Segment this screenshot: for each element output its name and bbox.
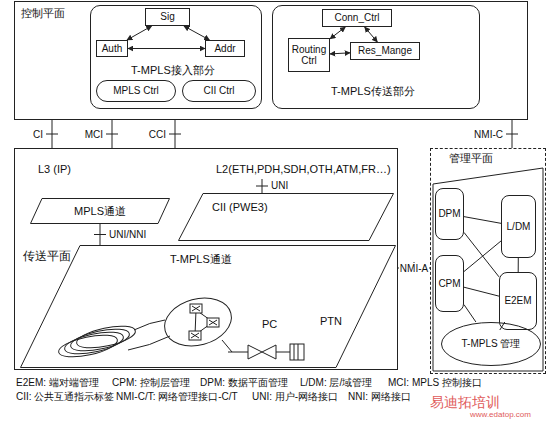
- node-text: Res_Mange: [358, 45, 412, 57]
- node-text: Auth: [102, 43, 123, 55]
- abbreviation-note: NNI: 网络接口: [348, 391, 411, 403]
- node-text: MPLS Ctrl: [113, 85, 159, 97]
- node-text: E2EM: [504, 295, 531, 307]
- node-text: Addr: [214, 43, 235, 55]
- interface-tick: [169, 134, 181, 135]
- node-text: MPLS通道: [74, 205, 126, 218]
- parallelogram-outline: [178, 193, 394, 241]
- ellipse-path: [442, 323, 541, 366]
- uni-interface-line: [256, 179, 268, 193]
- heading-text: CII (PWE3): [212, 201, 268, 214]
- diagram-label: L3 (IP): [38, 163, 71, 176]
- abbreviation-note: L/DM: 层/域管理: [300, 377, 372, 389]
- process-box: Res_Mange: [350, 42, 420, 60]
- management-box: CPM: [435, 255, 464, 312]
- management-frame: [433, 168, 543, 371]
- connector: [464, 305, 476, 322]
- parallelogram-path: [21, 246, 396, 368]
- node-text: DPM: [438, 208, 460, 220]
- channel-parallelogram: MPLS通道: [30, 198, 170, 224]
- parallelogram-path: [179, 194, 394, 241]
- parallelogram-path: [31, 199, 170, 224]
- process-box: Addr: [205, 40, 245, 57]
- interface-label: CI: [32, 129, 44, 140]
- process-box: Conn_Ctrl: [322, 9, 392, 27]
- connector: [464, 241, 501, 272]
- node-text: CII Ctrl: [203, 85, 234, 97]
- abbreviation-note: E2EM: 端对端管理: [16, 377, 99, 389]
- connector: [464, 287, 499, 296]
- connector: [184, 26, 210, 40]
- heading-text: 管理平面: [449, 152, 493, 165]
- fiber-coils: [57, 320, 170, 361]
- node-text: CPM: [438, 278, 460, 290]
- heading-text: 传送平面: [23, 250, 71, 264]
- abbreviation-note: MCI: MPLS 控制接口: [388, 377, 482, 389]
- node-text: Conn_Ctrl: [334, 12, 379, 24]
- abbreviation-note: NMI-C/T: 网络管理接口-C/T: [116, 391, 238, 403]
- management-ellipse: T-MPLS 管理: [441, 322, 541, 366]
- plane-box: 控制平面 T-MPLS接入部分 SigAuth AddrMPLS Ctrl CII Ct…: [14, 1, 528, 120]
- management-box: L/DM: [501, 195, 536, 258]
- management-box: DPM: [435, 188, 464, 240]
- pc-symbol: [222, 340, 304, 360]
- node-text: T-MPLS 管理: [462, 338, 521, 350]
- plane-box: 传送平面 MPLS通道 CII (PWE3) T-MPLS通道 PTN: [14, 148, 398, 370]
- diagram-label: PC: [262, 318, 277, 331]
- module-box: MPLS Ctrl: [96, 80, 176, 102]
- heading-text: T-MPLS接入部分: [131, 64, 215, 77]
- process-box: Sig: [145, 8, 190, 26]
- interface-tick: [506, 134, 518, 135]
- management-box: E2EM: [499, 272, 537, 330]
- process-box: Routing Ctrl: [288, 38, 330, 72]
- module-box: CII Ctrl: [182, 80, 256, 102]
- channel-parallelogram: T-MPLS通道 PTN: [20, 245, 396, 368]
- node-text: L/DM: [507, 221, 531, 233]
- connector: [365, 27, 378, 42]
- heading-text: T-MPLS传送部分: [331, 85, 415, 98]
- heading-text: 控制平面: [21, 7, 65, 20]
- connector: [464, 232, 499, 276]
- watermark: 易迪拓培训: [430, 394, 500, 410]
- node-text: Sig: [160, 11, 174, 23]
- heading-text: PTN: [320, 315, 342, 328]
- heading-text: T-MPLS通道: [170, 253, 232, 266]
- abbreviation-note: CPM: 控制层管理: [112, 377, 190, 389]
- interface-label: CCI: [148, 129, 167, 140]
- interface-label: NMI-A: [399, 263, 429, 274]
- connector: [127, 26, 152, 40]
- interface-tick: [94, 234, 106, 235]
- interface-label: NMI-C: [473, 129, 504, 140]
- watermark: www.edatop.com: [470, 410, 531, 419]
- channel-parallelogram: CII (PWE3): [178, 193, 394, 241]
- interface-label: MCI: [84, 129, 104, 140]
- interface-label: UNI/NNI: [108, 229, 147, 240]
- diagram-label: UNI: [271, 180, 288, 192]
- abbreviation-note: UNI: 用户-网络接口: [252, 391, 338, 403]
- abbreviation-note: CII: 公共互通指示标签: [16, 391, 114, 403]
- node-text: Routing Ctrl: [289, 44, 329, 67]
- group-box: T-MPLS传送部分 Conn_CtrlRouting Ctrl Res_Mange: [272, 5, 480, 109]
- connector: [128, 48, 205, 49]
- plane-box: 管理平面 DPM L/DM CPM E2EM T-MPLS 管理: [430, 148, 546, 374]
- connector: [330, 53, 350, 54]
- process-box: Auth: [96, 40, 128, 57]
- group-box: T-MPLS接入部分 SigAuth AddrMPLS Ctrl CII Ctrl: [90, 5, 262, 109]
- interface-tick: [106, 134, 118, 135]
- connector: [330, 27, 345, 39]
- diagram-label: L2(ETH,PDH,SDH,OTH,ATM,FR…): [216, 163, 391, 176]
- interface-tick: [46, 134, 58, 135]
- connector: [464, 217, 501, 224]
- abbreviation-note: DPM: 数据平面管理: [200, 377, 288, 389]
- connector: [518, 258, 519, 272]
